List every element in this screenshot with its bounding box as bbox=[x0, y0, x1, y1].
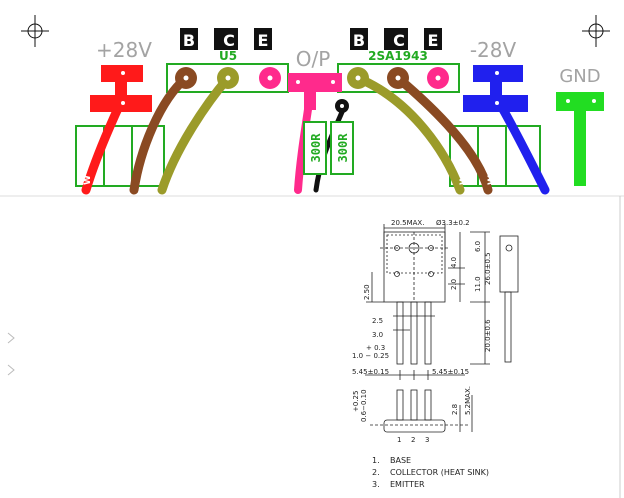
wire-brown-right bbox=[393, 73, 493, 195]
wire-olive-left bbox=[157, 73, 233, 195]
supply-neg-label: -28V bbox=[470, 38, 517, 62]
resistor-r2: 300R bbox=[330, 121, 354, 175]
w-label: W bbox=[113, 175, 123, 185]
dim-2-5: 2.5 bbox=[372, 317, 383, 325]
pin-number-2: 2 bbox=[411, 436, 415, 444]
dim-20-0: 20.0±0.6 bbox=[484, 319, 492, 352]
legend-emitter: EMITTER bbox=[390, 480, 425, 489]
q2-pads bbox=[347, 67, 449, 89]
resistor-r1-value: 300R bbox=[309, 133, 323, 163]
resistor-footprints bbox=[75, 125, 541, 187]
w-label: W bbox=[83, 175, 93, 185]
registration-mark-left bbox=[21, 15, 49, 47]
resistor-r1: 300R bbox=[303, 121, 327, 175]
dim-pitch-left: 5.45±0.15 bbox=[352, 368, 389, 376]
dim-3-0: 3.0 bbox=[372, 331, 383, 339]
w-label: W bbox=[515, 175, 525, 185]
q2-pin-c: C bbox=[393, 31, 405, 50]
page-edge-marks bbox=[7, 332, 15, 376]
q2-pin-header: B C E bbox=[350, 28, 442, 50]
legend-num-2: 2. bbox=[372, 468, 380, 477]
dim-4-0: 4.0 bbox=[450, 257, 458, 268]
supply-neg-pad bbox=[463, 65, 528, 112]
output-pad bbox=[288, 73, 342, 110]
legend-num-1: 1. bbox=[372, 456, 380, 465]
dim-5-2: 5.2MAX. bbox=[464, 386, 472, 415]
wire-brown-left bbox=[129, 73, 191, 195]
registration-mark-right bbox=[582, 15, 610, 47]
q1-pin-header: B C E bbox=[180, 28, 272, 50]
dim-lead-thk-top: +0.25 bbox=[352, 391, 360, 412]
pin-number-1: 1 bbox=[397, 436, 401, 444]
dim-11-0: 11.0 bbox=[474, 276, 482, 292]
supply-pos-label: +28V bbox=[96, 38, 152, 62]
w-label: W bbox=[487, 175, 497, 185]
w-label: W bbox=[459, 175, 469, 185]
q1-pads bbox=[175, 67, 281, 89]
q1-pin-c: C bbox=[223, 31, 235, 50]
q2-pin-e: E bbox=[428, 31, 439, 50]
legend-base: BASE bbox=[390, 456, 411, 465]
ground-pad bbox=[556, 92, 604, 186]
dim-lead-thk: 0.6−0.10 bbox=[360, 389, 368, 422]
resistor-r2-value: 300R bbox=[336, 133, 350, 163]
q2-pin-b: B bbox=[353, 31, 365, 50]
wire-olive-right bbox=[353, 73, 465, 195]
w-label: W bbox=[143, 175, 153, 185]
dim-width-max: 20.5MAX. bbox=[391, 219, 424, 227]
legend-num-3: 3. bbox=[372, 480, 380, 489]
dim-2-0: 2.0 bbox=[450, 279, 458, 290]
q1-pin-b: B bbox=[183, 31, 195, 50]
output-label: O/P bbox=[296, 47, 331, 71]
q1-part-label: U5 bbox=[219, 49, 237, 63]
pin-legend: 1. BASE 2. COLLECTOR (HEAT SINK) 3. EMIT… bbox=[372, 456, 489, 489]
q1-pin-e: E bbox=[258, 31, 269, 50]
q2-part-label: 2SA1943 bbox=[368, 49, 428, 63]
dim-6-0: 6.0 bbox=[474, 241, 482, 252]
supply-pos-pad bbox=[90, 65, 152, 112]
dim-lead-tol-top: + 0.3 bbox=[366, 344, 385, 352]
legend-collector: COLLECTOR (HEAT SINK) bbox=[390, 468, 489, 477]
ground-label: GND bbox=[559, 66, 600, 87]
dim-2-50: 2.50 bbox=[363, 284, 371, 300]
dim-pitch-right: 5.45±0.15 bbox=[432, 368, 469, 376]
dim-26-0: 26.0±0.5 bbox=[484, 252, 492, 285]
dim-lead-width: 1.0 − 0.25 bbox=[352, 352, 389, 360]
dim-2-8: 2.8 bbox=[451, 404, 459, 415]
pcb-layout: 300R 300R W W W W W W B C E B bbox=[21, 15, 610, 195]
pin-number-3: 3 bbox=[425, 436, 429, 444]
package-drawing bbox=[365, 224, 519, 433]
dim-hole-diameter: Ø3.3±0.2 bbox=[436, 219, 470, 227]
